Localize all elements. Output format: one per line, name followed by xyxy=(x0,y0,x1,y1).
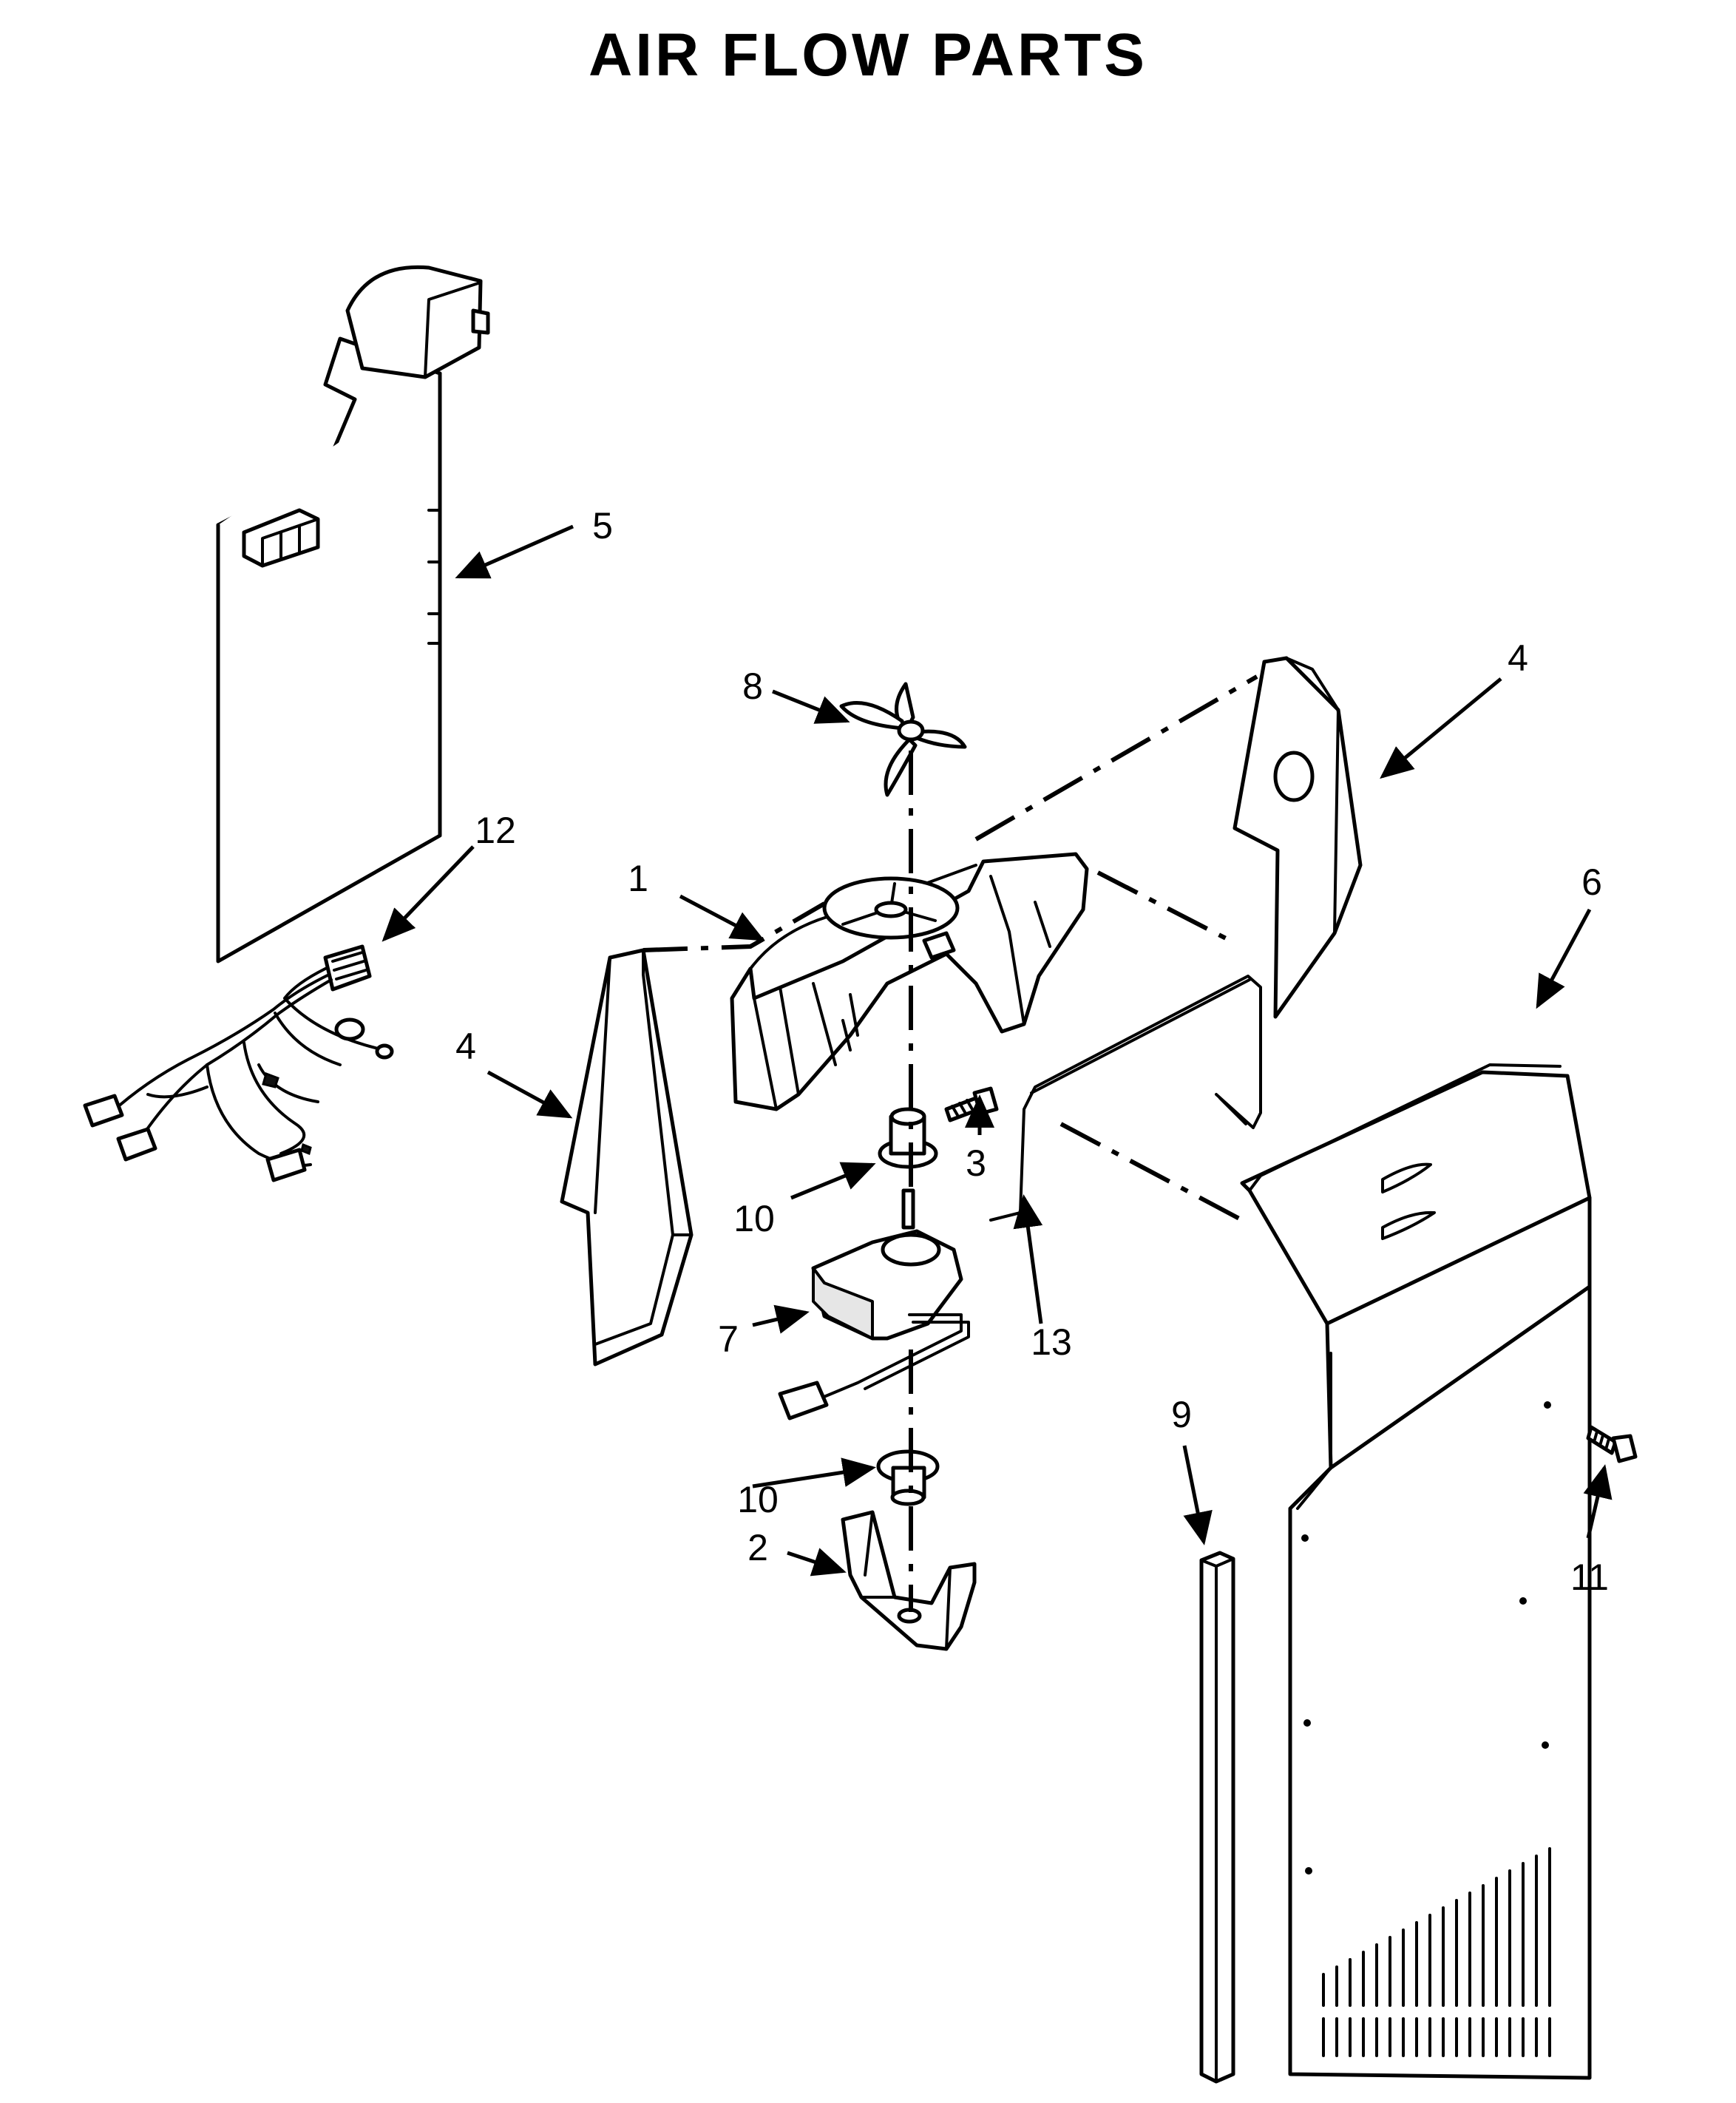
alignment-lines xyxy=(642,674,1258,1612)
callout-4-right: 4 xyxy=(1508,637,1528,679)
callout-4-left: 4 xyxy=(455,1026,476,1067)
part-6-evaporator-cover xyxy=(1240,1063,1592,2080)
part-10-lower-grommet xyxy=(876,1449,940,1506)
callout-leaders xyxy=(382,524,1613,1577)
part-11-screw xyxy=(1586,1425,1638,1463)
part-1-fan-housing xyxy=(730,852,1089,1111)
part-4-right-baffle xyxy=(1233,656,1363,1019)
callout-11: 11 xyxy=(1570,1557,1609,1598)
part-8-fan-blade xyxy=(839,682,967,797)
callout-2: 2 xyxy=(747,1527,768,1568)
callout-10-lower: 10 xyxy=(737,1479,779,1520)
diagram-title: AIR FLOW PARTS xyxy=(589,21,1147,89)
part-3-screw xyxy=(944,1086,999,1122)
part-4-left-baffle xyxy=(560,948,694,1367)
callout-12: 12 xyxy=(475,810,516,851)
part-13-wire-support xyxy=(989,975,1262,1222)
callout-8: 8 xyxy=(742,666,763,707)
part-10-upper-grommet xyxy=(878,1107,938,1169)
callout-labels: 1 2 3 4 4 5 6 7 8 9 10 10 11 12 13 xyxy=(455,505,1609,1598)
vent-slots xyxy=(1322,1847,1551,2057)
callout-10-upper: 10 xyxy=(733,1198,775,1239)
callout-7: 7 xyxy=(718,1318,739,1360)
part-7-fan-motor xyxy=(778,1188,970,1420)
part-9-foam-strip xyxy=(1199,1551,1235,2084)
part-5-duct-cover xyxy=(216,265,490,964)
callout-1: 1 xyxy=(628,858,648,899)
callout-9: 9 xyxy=(1171,1394,1192,1435)
callout-13: 13 xyxy=(1031,1321,1072,1363)
callout-3: 3 xyxy=(966,1142,986,1184)
callout-5: 5 xyxy=(592,505,613,546)
callout-6: 6 xyxy=(1581,861,1602,903)
part-12-wire-harness xyxy=(83,944,394,1182)
